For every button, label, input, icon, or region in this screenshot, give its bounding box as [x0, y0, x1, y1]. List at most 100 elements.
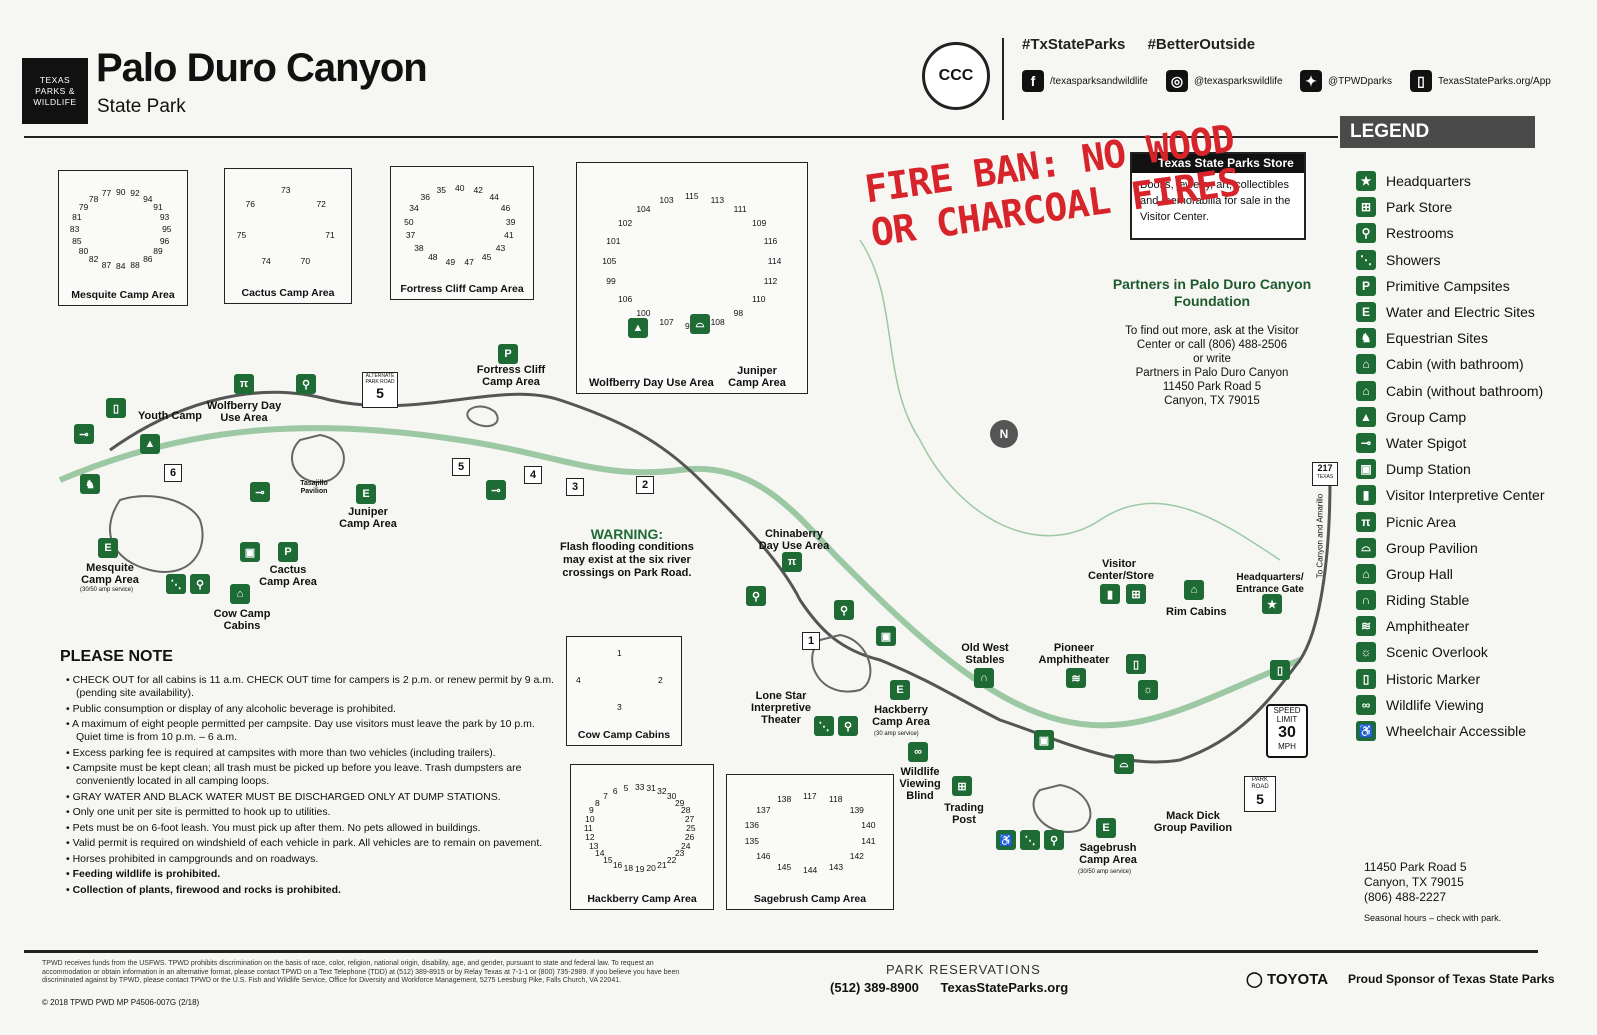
site-number: 19 [635, 863, 645, 874]
site-number: 16 [612, 859, 623, 870]
site-number: 36 [420, 192, 431, 203]
label-chinaberry: Chinaberry Day Use Area [758, 528, 830, 552]
site-number: 146 [756, 851, 771, 862]
sign-number: 5 [376, 385, 384, 401]
label-mack-dick: Mack Dick Group Pavilion [1153, 810, 1233, 834]
legend-item: ⊞Park Store [1356, 194, 1544, 220]
label-tasajillo: Tasajillo Pavilion [300, 480, 328, 495]
toyota-logo: ◯ TOYOTA [1246, 971, 1329, 988]
phone-icon: ▯ [1410, 70, 1432, 92]
site-number: 97 [685, 321, 694, 331]
legend-label: Restrooms [1386, 225, 1454, 242]
site-number: 94 [143, 193, 153, 204]
warning-line: Flash flooding conditions [560, 541, 694, 553]
speed-top: SPEED LIMIT [1273, 706, 1301, 724]
legend-label: Water and Electric Sites [1386, 304, 1535, 321]
group-camp-icon: ▲ [628, 318, 648, 338]
site-number: 26 [684, 832, 695, 843]
legend-item: ≋Amphitheater [1356, 613, 1544, 639]
site-number: 32 [657, 786, 667, 797]
partners-title: Partners in Palo Duro Canyon Foundation [1112, 276, 1312, 309]
partners-box: Partners in Palo Duro Canyon Foundation … [1112, 276, 1312, 408]
partners-line: 11450 Park Road 5 [1162, 381, 1262, 393]
note-text: Collection of plants, firewood and rocks… [72, 883, 341, 896]
warning-title: WARNING: [590, 526, 664, 542]
site-number: 42 [473, 185, 483, 196]
please-note-list: • CHECK OUT for all cabins is 11 a.m. CH… [62, 674, 562, 899]
amphitheater-icon: ≋ [1356, 616, 1376, 637]
site-number: 70 [300, 255, 311, 266]
social-app[interactable]: ▯ TexasStateParks.org/App [1410, 70, 1551, 92]
sign-number: 5 [1256, 791, 1264, 807]
electric-site-icon: E [1096, 818, 1116, 838]
legend-item: ⌂Group Hall [1356, 561, 1544, 587]
highway-state: TEXAS [1316, 474, 1334, 480]
primitive-camp-icon: P [498, 344, 518, 364]
historic-marker-icon: ▯ [106, 398, 126, 418]
hashtag[interactable]: #TxStateParks [1022, 36, 1126, 53]
site-number: 74 [261, 255, 271, 266]
flood-warning: WARNING: Flash flooding conditions may e… [560, 526, 694, 580]
hashtag[interactable]: #BetterOutside [1147, 36, 1256, 53]
note-text: GRAY WATER AND BLACK WATER MUST BE DISCH… [72, 790, 501, 803]
site-number: 49 [445, 256, 456, 267]
legend-label: Water Spigot [1386, 434, 1467, 451]
group-camp-icon: ▲ [1356, 406, 1376, 427]
site-number: 7 [603, 791, 608, 802]
note-item: • CHECK OUT for all cabins is 11 a.m. CH… [66, 674, 554, 699]
site-number: 143 [828, 861, 844, 872]
legend-label: Cabin (with bathroom) [1386, 356, 1524, 373]
site-number: 25 [686, 823, 696, 833]
social-twitter[interactable]: ✦ @TPWDparks [1300, 70, 1392, 92]
site-number: 107 [659, 317, 674, 328]
site-number: 13 [588, 840, 599, 851]
social-facebook[interactable]: f /texasparksandwildlife [1022, 70, 1148, 92]
site-number: 79 [78, 202, 89, 213]
site-number: 11 [583, 823, 593, 833]
site-number: 31 [646, 783, 656, 794]
legend-label: Headquarters [1386, 173, 1471, 190]
label-amphitheater: Pioneer Amphitheater [1038, 642, 1110, 666]
site-number: 84 [116, 261, 126, 272]
site-number: 43 [495, 242, 506, 253]
tpwd-logo: TEXAS PARKS & WILDLIFE [22, 58, 88, 124]
electric-site-icon: E [356, 484, 376, 504]
picnic-icon: π [234, 374, 254, 394]
site-number: 3 [617, 702, 622, 713]
reservations-phone[interactable]: (512) 389-8900 [830, 980, 919, 995]
cabin-bath-icon: ⌂ [1184, 580, 1204, 600]
site-number: 99 [606, 275, 616, 286]
site-number: 20 [646, 862, 656, 873]
site-number: 86 [143, 254, 153, 265]
restroom-icon: ⚲ [1356, 223, 1376, 244]
social-instagram[interactable]: ◎ @texasparkswildlife [1166, 70, 1283, 92]
inset-caption: Juniper Camp Area [728, 365, 786, 389]
note-item: • Excess parking fee is required at camp… [66, 746, 496, 759]
legend-label: Scenic Overlook [1386, 644, 1488, 661]
note-text: Pets must be on 6-foot leash. You must p… [72, 821, 481, 834]
reservations-url[interactable]: TexasStateParks.org [940, 980, 1069, 995]
logo-line: WILDLIFE [33, 96, 77, 107]
dump-station-icon: ▣ [1356, 459, 1376, 480]
label-trading-post: Trading Post [944, 802, 984, 826]
gift-icon: ⊞ [1126, 584, 1146, 604]
address-phone: (806) 488-2227 [1364, 890, 1447, 904]
instagram-icon: ◎ [1166, 70, 1188, 92]
electric-site-icon: E [98, 538, 118, 558]
park-road-sign: PARK ROAD 5 [1244, 776, 1276, 812]
legend-label: Riding Stable [1386, 592, 1470, 609]
interpretive-icon: ▮ [1100, 584, 1120, 604]
historic-marker-icon: ▯ [1126, 654, 1146, 674]
partners-line: Canyon, TX 79015 [1164, 395, 1260, 407]
site-number: 106 [618, 293, 633, 304]
label-mesquite-amp: (30/50 amp service) [80, 587, 134, 593]
map-frame-top [24, 136, 1338, 138]
site-number: 116 [763, 236, 778, 247]
sagebrush-loop [1032, 783, 1092, 833]
electric-site-icon: E [1356, 302, 1376, 323]
note-text: Horses prohibited in campgrounds and on … [72, 852, 319, 865]
site-number: 73 [281, 184, 291, 195]
label-juniper: Juniper Camp Area [339, 506, 397, 530]
legend-label: Wheelchair Accessible [1386, 723, 1527, 740]
legend-label: Group Pavilion [1386, 539, 1478, 556]
